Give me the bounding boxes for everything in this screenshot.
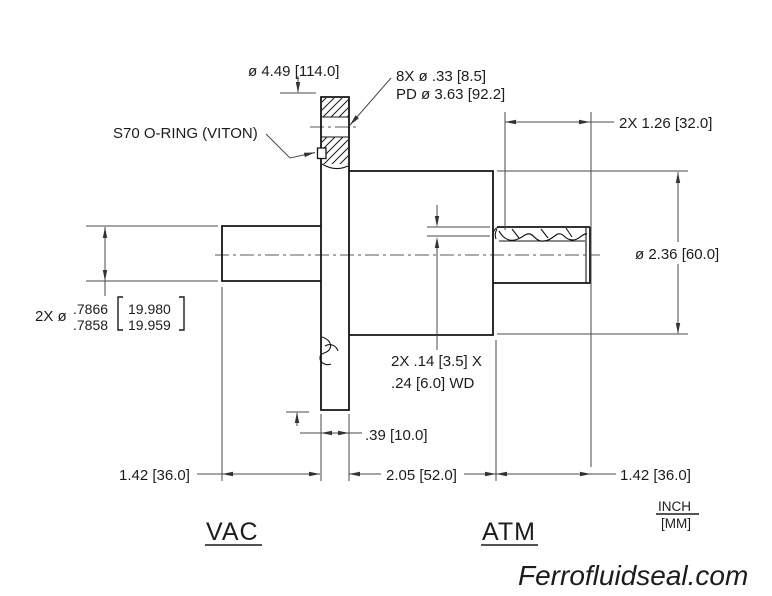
right-shaft-length-label: 1.42 [36.0] bbox=[620, 467, 691, 484]
watermark-text: Ferrofluidseal.com bbox=[518, 560, 748, 591]
housing-diameter-label: ø 2.36 [60.0] bbox=[635, 246, 719, 263]
units-primary-label: INCH bbox=[658, 499, 691, 514]
shaft-diameter-mm-upper: 19.980 bbox=[128, 301, 171, 317]
dimension-lines bbox=[86, 76, 688, 481]
shaft-diameter-inch-lower: .7858 bbox=[73, 317, 108, 333]
bolt-circle-label-line2: PD ø 3.63 [92.2] bbox=[396, 86, 505, 103]
atmosphere-side-label: ATM bbox=[482, 518, 536, 546]
oring-label: S70 O-RING (VITON) bbox=[113, 125, 258, 142]
shaft-diameter-inch-upper: .7866 bbox=[73, 301, 108, 317]
left-shaft-length-label: 1.42 [36.0] bbox=[119, 467, 190, 484]
oring-groove bbox=[316, 147, 327, 160]
flange-outline bbox=[320, 96, 350, 411]
groove-detail-label-line2: .24 [6.0] WD bbox=[391, 375, 475, 392]
shaft-diameter-prefix: 2X ø bbox=[35, 308, 67, 325]
thread-start-chamfer bbox=[492, 226, 500, 241]
left-shaft-outline bbox=[221, 225, 321, 282]
groove-detail-label-line1: 2X .14 [3.5] X bbox=[391, 353, 482, 370]
flange-diameter-label: ø 4.49 [114.0] bbox=[248, 63, 339, 80]
bolt-circle-label-line1: 8X ø .33 [8.5] bbox=[396, 68, 486, 85]
zone-labels: VAC ATM INCH [MM] bbox=[205, 499, 699, 546]
bolt-hole-edges bbox=[322, 116, 348, 138]
right-shaft-outline bbox=[493, 227, 591, 284]
flange-thickness-label: .39 [10.0] bbox=[365, 427, 428, 444]
vacuum-side-label: VAC bbox=[206, 518, 259, 546]
groove-span-label: 2X 1.26 [32.0] bbox=[619, 115, 712, 132]
shaft-diameter-mm-lower: 19.959 bbox=[128, 317, 171, 333]
seal-stage-scallops bbox=[498, 230, 588, 242]
dimension-labels: ø 4.49 [114.0] 8X ø .33 [8.5] PD ø 3.63 … bbox=[35, 63, 719, 484]
housing-length-label: 2.05 [52.0] bbox=[386, 467, 457, 484]
hatch-boundary-curve bbox=[321, 163, 349, 170]
seal-stage-ticks bbox=[511, 227, 573, 239]
flange-break-squiggle bbox=[319, 336, 339, 366]
housing-outline bbox=[349, 170, 494, 336]
right-bracket-glyph bbox=[179, 296, 185, 331]
part-outline bbox=[221, 96, 591, 411]
units-secondary-label: [MM] bbox=[661, 516, 691, 531]
left-bracket-glyph bbox=[117, 296, 123, 331]
centerlines bbox=[215, 126, 600, 256]
flange-hatch-upper bbox=[322, 98, 348, 117]
